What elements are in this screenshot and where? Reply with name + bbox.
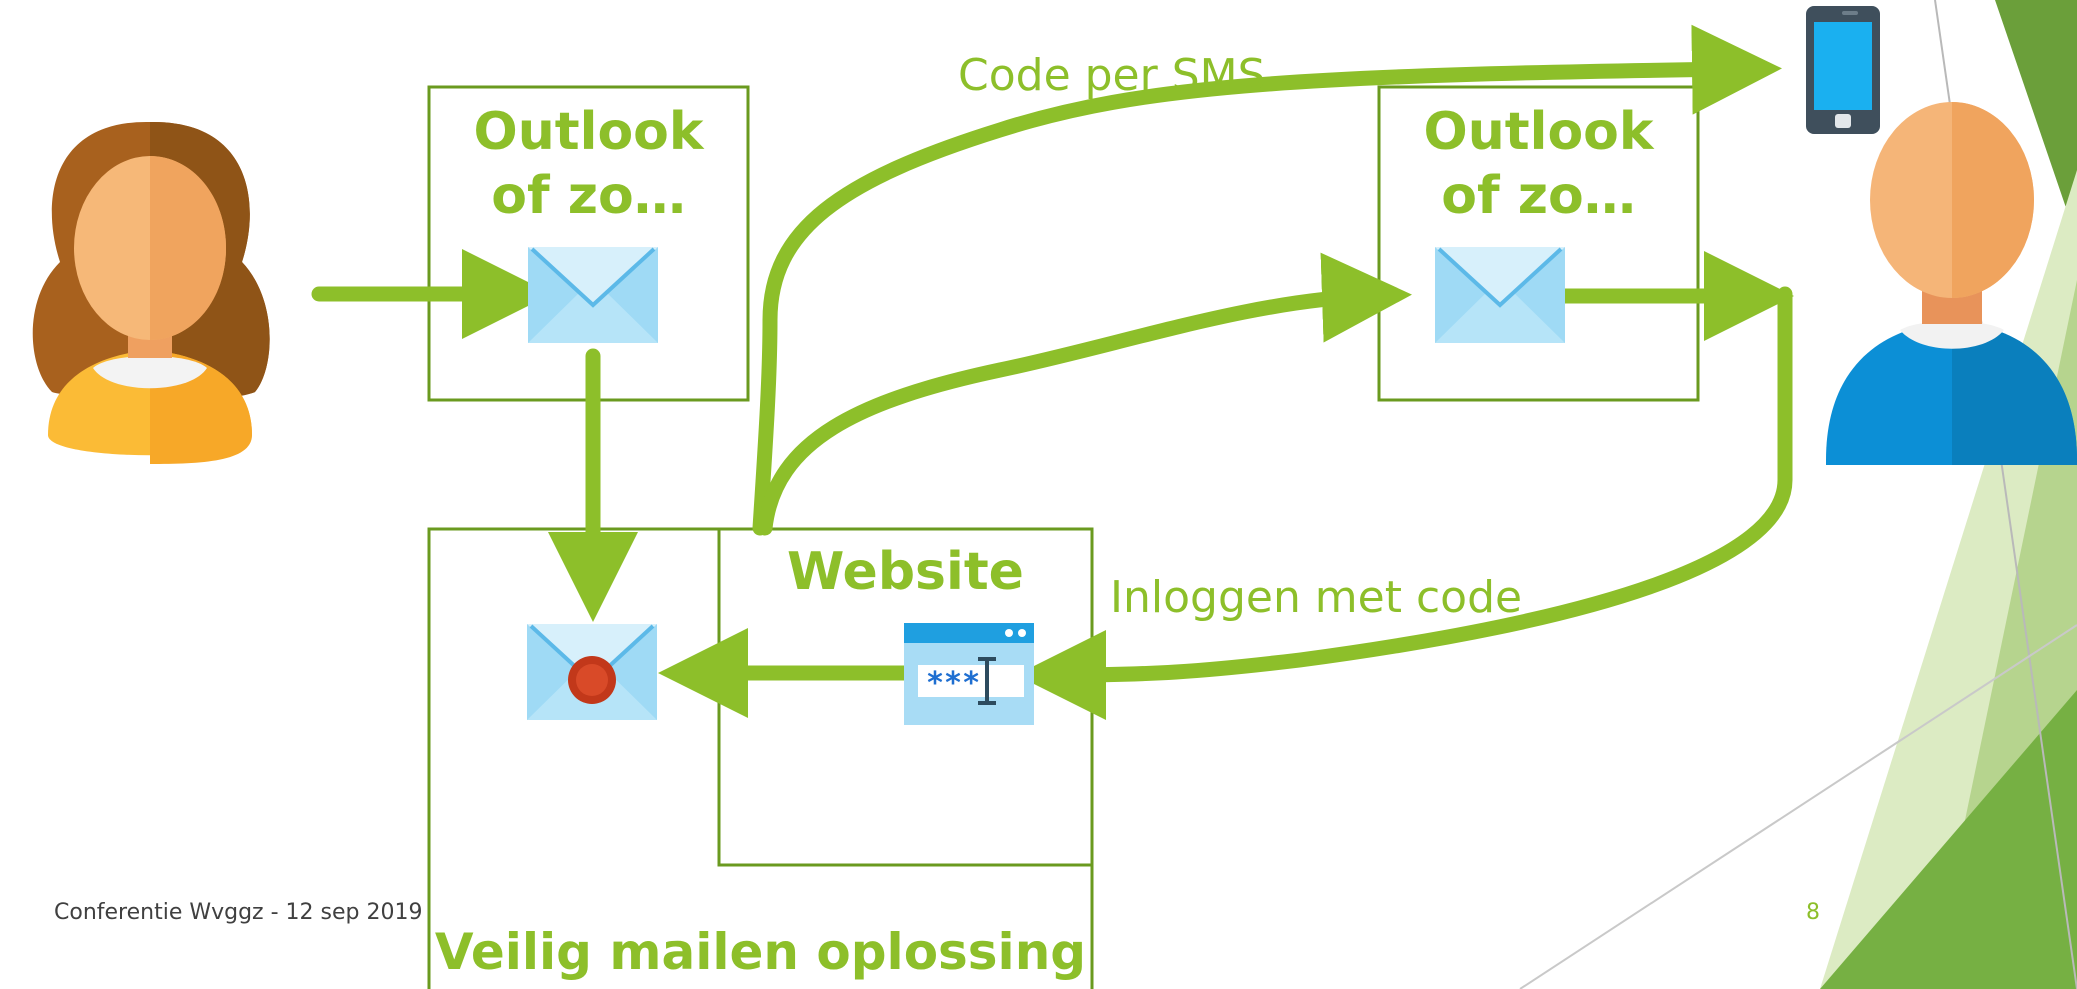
password-mask: *** bbox=[926, 666, 980, 701]
flow-arrows bbox=[311, 24, 1794, 720]
footer-text: Conferentie Wvggz - 12 sep 2019 bbox=[54, 900, 423, 925]
sealed-envelope-icon bbox=[527, 624, 657, 720]
sender-client-title: Outlook of zo… bbox=[473, 102, 704, 226]
solution-title: Veilig mailen oplossing bbox=[434, 923, 1087, 981]
sms-code-label: Code per SMS bbox=[958, 50, 1266, 101]
arrow-sms-to-phone bbox=[752, 24, 1782, 536]
envelope-icon bbox=[528, 247, 658, 343]
page-number: 8 bbox=[1806, 900, 1820, 925]
arrow-website-to-receiver-client bbox=[757, 252, 1412, 536]
woman-avatar-icon bbox=[32, 121, 270, 464]
man-avatar-icon bbox=[1826, 102, 2077, 465]
receiver-client-title: Outlook of zo… bbox=[1423, 102, 1654, 226]
website-title: Website bbox=[787, 542, 1024, 602]
password-window-icon: *** bbox=[904, 623, 1034, 725]
smartphone-icon bbox=[1806, 6, 1880, 134]
receiver-client-box bbox=[1377, 85, 1700, 402]
envelope-icon bbox=[1435, 247, 1565, 343]
arrow-login-to-website bbox=[1016, 286, 1793, 720]
login-code-label: Inloggen met code bbox=[1110, 572, 1523, 623]
